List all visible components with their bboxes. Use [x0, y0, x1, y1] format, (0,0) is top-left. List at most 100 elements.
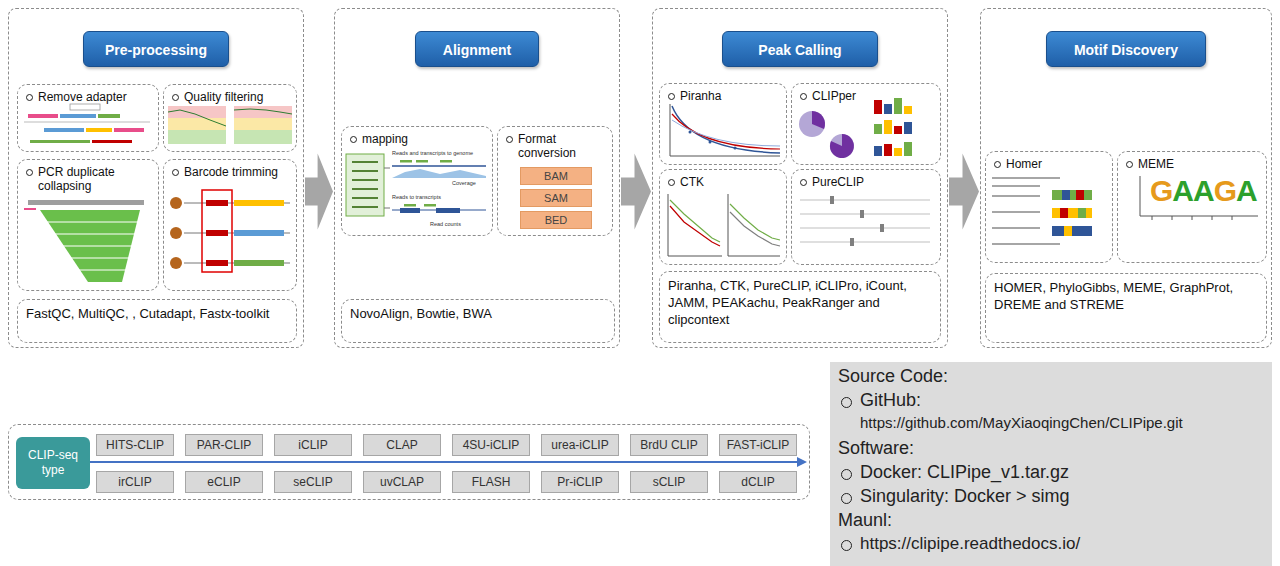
- format-box: BAM: [520, 167, 592, 185]
- info-box: Source Code:GitHub: https://github.com/Ma…: [830, 362, 1272, 566]
- homer-illustration: [992, 178, 1092, 244]
- figure-label: Reads and transcripts to genome: [392, 150, 473, 157]
- bullet-circle: [841, 493, 852, 504]
- flow-arrow: [305, 154, 333, 230]
- clip-type-label: CLAP: [386, 438, 417, 452]
- clip-type-label: Pr-iCLIP: [557, 475, 602, 489]
- clip-type-box: seCLIP: [274, 471, 352, 493]
- clip-type-heading: CLIP-seq type: [16, 437, 90, 489]
- figure-label: Read counts: [430, 221, 461, 228]
- barcode-illustration: [170, 190, 290, 272]
- clip-type-box: CLAP: [363, 434, 441, 456]
- step-box: PCR duplicate collapsing: [17, 159, 159, 291]
- clip-type-label: uvCLAP: [380, 475, 424, 489]
- info-text: Maunl:: [838, 510, 892, 532]
- flow-arrow: [621, 154, 651, 230]
- step-box: Quality filtering: [163, 84, 297, 152]
- step-label: Barcode trimming: [184, 165, 290, 179]
- stage-panel: Pre-processingRemove adapterQuality filt…: [8, 8, 304, 348]
- bullet-circle: [800, 93, 807, 100]
- step-box: CLIPper: [791, 83, 941, 165]
- bullet-circle: [841, 397, 852, 408]
- clip-type-label: PAR-CLIP: [197, 438, 251, 452]
- clip-type-box: iCLIP: [274, 434, 352, 456]
- clip-type-label: 4SU-iCLIP: [463, 438, 520, 452]
- info-text: Source Code:: [838, 366, 948, 388]
- motif-logo: GAAGA: [1150, 176, 1257, 206]
- clip-type-label: eCLIP: [207, 475, 240, 489]
- step-box: Remove adapter: [17, 84, 159, 152]
- flow-arrow: [949, 154, 979, 230]
- info-text: https://github.com/MayXiaoqingChen/CLIPi…: [860, 414, 1183, 432]
- step-box: PureCLIP: [791, 169, 941, 265]
- tool-list-box: NovoAlign, Bowtie, BWA: [341, 299, 615, 343]
- bullet-circle: [994, 161, 1001, 168]
- figure-label: Reads to transcripts: [392, 194, 441, 201]
- clip-type-box: sCLIP: [630, 471, 708, 493]
- stage-title: Peak Calling: [722, 31, 878, 67]
- clip-type-box: irCLIP: [96, 471, 174, 493]
- clip-type-label: FAST-iCLIP: [727, 438, 790, 452]
- step-label: Format conversion: [518, 132, 606, 160]
- step-box: Barcode trimming: [163, 159, 297, 291]
- step-label: Quality filtering: [184, 90, 290, 104]
- step-label: Piranha: [680, 89, 780, 103]
- tool-list-box: FastQC, MultiQC, , Cutadapt, Fastx-toolk…: [17, 299, 297, 343]
- bullet-circle: [172, 94, 179, 101]
- clip-type-label: irCLIP: [118, 475, 151, 489]
- step-label: Homer: [1006, 157, 1106, 171]
- ctk-plot: [668, 194, 780, 256]
- stage-panel: Peak CallingPiranha CLIPperCTK PureCLIP Pir…: [652, 8, 948, 348]
- step-label: Remove adapter: [38, 90, 152, 104]
- clip-type-box: FLASH: [452, 471, 530, 493]
- step-box: CTK: [659, 169, 787, 265]
- clip-type-arrow: [90, 457, 807, 467]
- clip-type-box: Pr-iCLIP: [541, 471, 619, 493]
- bullet-circle: [350, 136, 357, 143]
- format-label: BAM: [544, 170, 568, 182]
- step-label: CLIPper: [812, 89, 934, 103]
- info-text: Software:: [838, 438, 914, 460]
- tool-list-box: Piranha, CTK, PureCLIP, iCLIPro, iCount,…: [659, 271, 941, 343]
- figure-label: Coverage: [452, 180, 476, 187]
- stage-title: Alignment: [415, 31, 539, 67]
- clip-type-box: eCLIP: [185, 471, 263, 493]
- bullet-circle: [668, 93, 675, 100]
- duplicate-illustration: [24, 200, 144, 282]
- bullet-circle: [668, 179, 675, 186]
- clip-type-label: sCLIP: [653, 475, 686, 489]
- format-label: BED: [545, 214, 568, 226]
- step-box: Format conversionBAM SAM BED: [497, 126, 613, 236]
- tool-list: Piranha, CTK, PureCLIP, iCLIPro, iCount,…: [668, 277, 932, 328]
- info-text: https://clipipe.readthedocs.io/: [860, 534, 1080, 554]
- clip-type-label: dCLIP: [741, 475, 774, 489]
- clip-type-box: uvCLAP: [363, 471, 441, 493]
- format-box: SAM: [520, 189, 592, 207]
- step-box: Piranha: [659, 83, 787, 165]
- tool-list: HOMER, PhyloGibbs, MEME, GraphProt, DREM…: [994, 279, 1258, 313]
- clip-type-box: PAR-CLIP: [185, 434, 263, 456]
- step-label: PCR duplicate collapsing: [38, 165, 152, 193]
- piranha-plot: [670, 104, 780, 156]
- pureclip-illustration: [800, 196, 930, 246]
- clip-type-box: 4SU-iCLIP: [452, 434, 530, 456]
- step-label: PureCLIP: [812, 175, 934, 189]
- adapter-illustration: [24, 104, 150, 143]
- clip-type-box: urea-iCLIP: [541, 434, 619, 456]
- clipper-illustration: [799, 98, 912, 158]
- quality-plot: [168, 106, 292, 144]
- clip-type-box: dCLIP: [719, 471, 797, 493]
- step-label: mapping: [362, 132, 486, 146]
- clip-type-label: BrdU CLIP: [640, 438, 697, 452]
- bullet-circle: [841, 469, 852, 480]
- clip-type-box: HITS-CLIP: [96, 434, 174, 456]
- stage-title: Motif Discovery: [1046, 31, 1206, 67]
- bullet-circle: [26, 94, 33, 101]
- info-text: GitHub:: [860, 390, 921, 412]
- tool-list: FastQC, MultiQC, , Cutadapt, Fastx-toolk…: [26, 305, 288, 322]
- bullet-circle: [172, 169, 179, 176]
- step-label: MEME: [1138, 157, 1260, 171]
- bullet-circle: [800, 179, 807, 186]
- step-box: MEME: [1117, 151, 1267, 263]
- clip-type-label: FLASH: [472, 475, 511, 489]
